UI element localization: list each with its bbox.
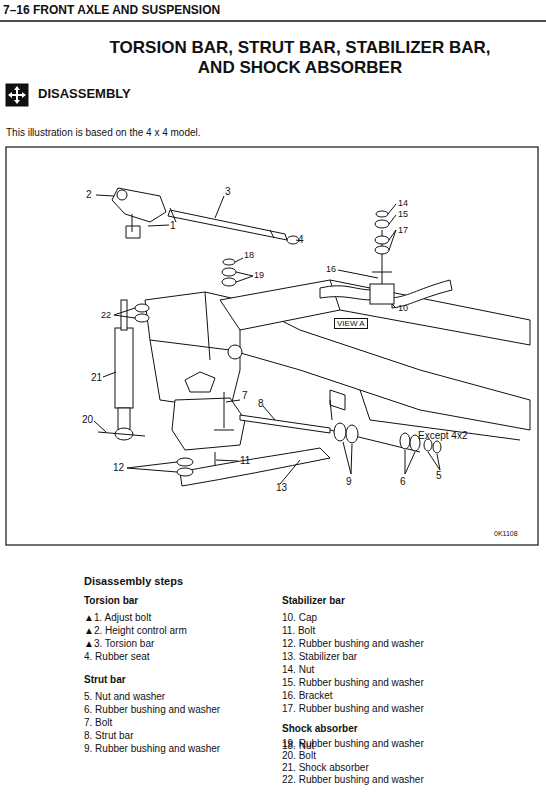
step-list-item: ▲1. Adjust bolt (84, 612, 151, 624)
step-list-item: Disassembly steps (84, 575, 183, 588)
figure-label: Except 4x2 (418, 430, 467, 442)
step-list-item: 17. Rubber bushing and washer (282, 703, 424, 715)
callout-number: 9 (346, 476, 352, 488)
callout-number: 13 (276, 482, 287, 494)
figure-label: VIEW A (334, 318, 368, 329)
callout-number: 18 (244, 250, 254, 260)
callout-number: 21 (91, 372, 102, 384)
step-list-item: Torsion bar (84, 595, 138, 607)
callout-number: 7 (242, 390, 248, 402)
step-list-item: 11. Bolt (282, 625, 315, 637)
callout-number: 20 (82, 414, 93, 426)
figure-label: 0K1108 (494, 530, 518, 538)
step-list-item: ▲2. Height control arm (84, 625, 187, 637)
callout-number: 5 (436, 470, 442, 482)
step-list-item: Stabilizer bar (282, 595, 345, 607)
step-list-item: 19. Rubber bushing and washer (282, 738, 424, 750)
note-text: This illustration is based on the 4 x 4 … (6, 127, 201, 139)
step-list-item: 22. Rubber bushing and washer (282, 774, 424, 786)
callout-number: 16 (326, 264, 336, 274)
section-heading: DISASSEMBLY (38, 87, 131, 102)
step-list-item: Shock absorber (282, 723, 358, 735)
callout-number: 1 (170, 220, 176, 232)
callout-number: 4 (298, 234, 304, 246)
callout-number: 8 (258, 398, 264, 410)
step-list-item: 14. Nut (282, 664, 314, 676)
step-list-item: 12. Rubber bushing and washer (282, 638, 424, 650)
step-list-item: ▲3. Torsion bar (84, 638, 154, 650)
step-list-item: 16. Bracket (282, 690, 333, 702)
step-list-item: 20. Bolt (282, 750, 316, 762)
step-list-item: Strut bar (84, 674, 126, 686)
page-header: 7–16 FRONT AXLE AND SUSPENSION (3, 4, 220, 18)
callout-number: 2 (86, 189, 92, 201)
callout-number: 19 (254, 270, 264, 280)
step-list-item: 15. Rubber bushing and washer (282, 677, 424, 689)
step-list-item: 10. Cap (282, 612, 317, 624)
step-list-item: 5. Nut and washer (84, 691, 165, 703)
callout-number: 17 (398, 225, 408, 235)
step-list-item: 7. Bolt (84, 717, 112, 729)
callout-number: 12 (113, 462, 124, 474)
callout-number: 3 (225, 186, 231, 198)
step-list-item: 6. Rubber bushing and washer (84, 704, 220, 716)
callout-number: 6 (400, 476, 406, 488)
step-list-item: 4. Rubber seat (84, 651, 150, 663)
step-list-item: 8. Strut bar (84, 730, 133, 742)
page-title: TORSION BAR, STRUT BAR, STABILIZER BAR, … (100, 38, 500, 79)
step-list-item: 9. Rubber bushing and washer (84, 743, 220, 755)
callout-number: 15 (398, 209, 408, 219)
callout-number: 10 (398, 303, 408, 313)
step-list-item: 13. Stabilizer bar (282, 651, 357, 663)
callout-number: 14 (398, 198, 408, 208)
callout-number: 11 (240, 455, 250, 467)
callout-number: 22 (101, 310, 111, 320)
step-list-item: 21. Shock absorber (282, 762, 369, 774)
